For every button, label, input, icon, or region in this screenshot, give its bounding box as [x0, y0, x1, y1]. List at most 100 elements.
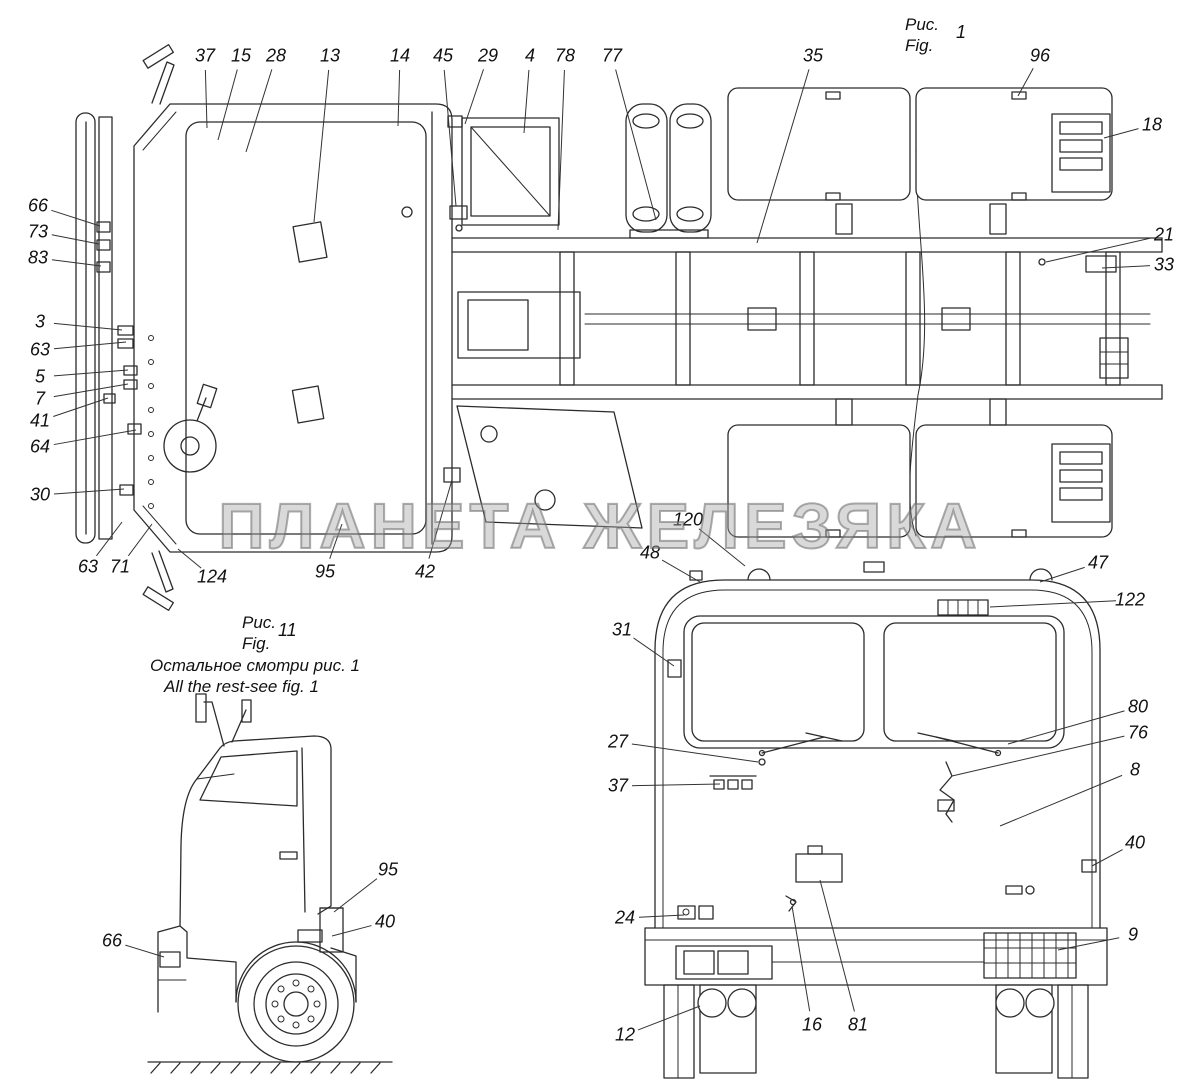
callout-7: 7: [34, 388, 46, 409]
callout-95: 95: [314, 561, 336, 582]
leader-line: [999, 774, 1123, 827]
leader-line: [557, 69, 565, 231]
rear-view: [644, 561, 1108, 1079]
figure-11-ru: Рис.: [242, 613, 277, 632]
figure-1-number: 1: [956, 22, 967, 42]
callout-42: 42: [414, 561, 436, 582]
callout-35: 35: [802, 45, 824, 66]
callout-40: 40: [1124, 832, 1146, 853]
leader-line: [791, 905, 811, 1012]
figure-11-note: Остальное смотри рис. 1 All the rest-see…: [150, 655, 360, 697]
callout-73: 73: [27, 221, 49, 242]
leader-line: [615, 69, 657, 221]
callout-28: 28: [265, 45, 287, 66]
callout-37: 37: [607, 775, 629, 796]
leader-line: [96, 521, 123, 557]
callout-15: 15: [230, 45, 252, 66]
leader-line: [53, 341, 127, 350]
side-view: [147, 693, 393, 1074]
wipers: [758, 732, 1002, 757]
leader-line: [637, 1005, 701, 1031]
callout-33: 33: [1153, 254, 1175, 275]
figure-11-number: 11: [278, 620, 297, 640]
callout-8: 8: [1129, 759, 1141, 780]
ladder-bracket: [1051, 113, 1111, 523]
callout-48: 48: [639, 542, 661, 563]
leader-line: [313, 69, 330, 223]
callout-78: 78: [554, 45, 576, 66]
rear-bumper: [644, 927, 1108, 986]
platform-panels: [727, 87, 1113, 538]
cab-top-view: [75, 44, 468, 611]
leader-line: [217, 69, 238, 141]
leader-line: [819, 879, 855, 1012]
leader-line: [53, 429, 137, 446]
ground-hatch: [150, 1062, 381, 1074]
leader-line: [53, 383, 129, 398]
callout-31: 31: [611, 619, 633, 640]
leader-line: [53, 488, 125, 495]
callout-95: 95: [377, 859, 399, 880]
callout-41: 41: [29, 410, 51, 431]
callout-30: 30: [29, 484, 51, 505]
leader-line: [1057, 937, 1120, 951]
callout-16: 16: [801, 1014, 823, 1035]
leader-line: [51, 209, 101, 227]
callout-80: 80: [1127, 696, 1149, 717]
callout-9: 9: [1127, 924, 1139, 945]
callout-45: 45: [432, 45, 454, 66]
callout-66: 66: [27, 195, 49, 216]
callout-12: 12: [614, 1024, 636, 1045]
leader-line: [631, 743, 759, 763]
leader-line: [428, 479, 453, 559]
leader-line: [331, 925, 372, 937]
leader-line: [1017, 68, 1034, 97]
leader-line: [464, 69, 484, 125]
callout-122: 122: [1114, 589, 1146, 610]
callout-21: 21: [1153, 224, 1175, 245]
callout-77: 77: [601, 45, 623, 66]
leader-line: [127, 523, 153, 557]
chassis-top-view: [451, 87, 1163, 538]
leader-line: [51, 259, 102, 267]
callout-18: 18: [1141, 114, 1163, 135]
callout-5: 5: [34, 366, 46, 387]
figure-11-en: Fig.: [242, 634, 271, 653]
callout-13: 13: [319, 45, 341, 66]
leader-line: [633, 637, 675, 667]
callout-24: 24: [614, 907, 636, 928]
leader-line: [177, 548, 202, 569]
callout-4: 4: [524, 45, 536, 66]
callout-81: 81: [847, 1014, 869, 1035]
callout-47: 47: [1087, 552, 1109, 573]
callout-14: 14: [389, 45, 411, 66]
figure-1-caption: Рис. Fig.: [905, 14, 939, 56]
callout-37: 37: [194, 45, 216, 66]
leader-line: [951, 735, 1125, 777]
leader-line: [631, 783, 721, 787]
leader-line: [989, 600, 1117, 608]
under-bumper: [663, 984, 1089, 1079]
callout-40: 40: [374, 911, 396, 932]
leader-line: [443, 69, 457, 207]
leader-line: [51, 234, 100, 245]
callout-63: 63: [29, 339, 51, 360]
callout-3: 3: [34, 311, 46, 332]
callout-29: 29: [477, 45, 499, 66]
figure-11-caption: Рис. Fig.: [242, 612, 276, 654]
roof-vent: [937, 599, 989, 616]
leader-line: [523, 69, 530, 134]
figure-1-ru: Рис.: [905, 15, 940, 34]
leader-line: [53, 322, 123, 331]
leader-line: [698, 528, 746, 567]
leader-line: [245, 69, 273, 153]
figure-1-en: Fig.: [905, 36, 934, 55]
callout-76: 76: [1127, 722, 1149, 743]
leader-line: [53, 397, 109, 417]
callout-120: 120: [672, 509, 704, 530]
leader-line: [1091, 849, 1123, 867]
callout-64: 64: [29, 436, 51, 457]
